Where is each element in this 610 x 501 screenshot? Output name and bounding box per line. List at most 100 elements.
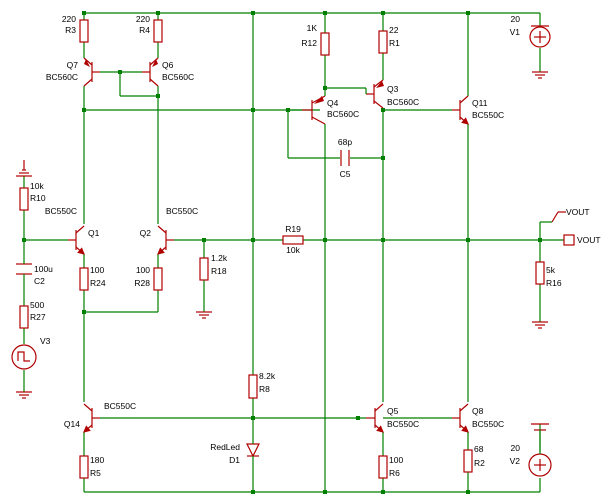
svg-text:100: 100: [90, 265, 104, 275]
svg-text:Q3: Q3: [387, 84, 399, 94]
resistor-r5[interactable]: 180 R5: [79, 455, 104, 479]
resistor-r12[interactable]: 1K R12: [301, 23, 330, 56]
transistor-q14[interactable]: Q14 BC550C: [64, 401, 136, 433]
wires: [23, 12, 564, 493]
svg-text:BC550C: BC550C: [45, 206, 77, 216]
svg-text:220: 220: [136, 14, 150, 24]
resistor-r19[interactable]: R19 10k: [282, 224, 304, 255]
led-d1[interactable]: RedLed D1: [210, 440, 260, 465]
svg-text:R27: R27: [30, 312, 46, 322]
svg-text:Q8: Q8: [472, 406, 484, 416]
source-v1[interactable]: 20 V1: [510, 14, 551, 48]
svg-text:BC560C: BC560C: [162, 72, 194, 82]
svg-text:R12: R12: [301, 38, 317, 48]
svg-text:BC550C: BC550C: [472, 419, 504, 429]
source-v3[interactable]: V3: [11, 336, 51, 370]
svg-text:Q5: Q5: [387, 406, 399, 416]
svg-text:68p: 68p: [338, 137, 352, 147]
svg-text:R3: R3: [65, 25, 76, 35]
svg-text:Q1: Q1: [88, 228, 100, 238]
svg-text:Q11: Q11: [472, 98, 488, 108]
svg-text:R5: R5: [90, 468, 101, 478]
svg-text:Q14: Q14: [64, 419, 80, 429]
source-v2[interactable]: 20 V2: [510, 423, 552, 477]
svg-text:BC550C: BC550C: [166, 206, 198, 216]
svg-text:5k: 5k: [546, 265, 556, 275]
svg-text:180: 180: [90, 455, 104, 465]
vout-port[interactable]: VOUT: [563, 234, 601, 246]
transistor-q8[interactable]: Q8 BC550C: [452, 403, 504, 433]
svg-text:V1: V1: [510, 27, 521, 37]
svg-text:BC560C: BC560C: [327, 109, 359, 119]
svg-text:1K: 1K: [307, 23, 318, 33]
capacitor-c5[interactable]: 68p C5: [338, 137, 352, 179]
svg-text:BC550C: BC550C: [104, 401, 136, 411]
resistor-r16[interactable]: 5k R16: [535, 261, 562, 288]
svg-text:Q7: Q7: [67, 60, 79, 70]
svg-text:100: 100: [389, 455, 403, 465]
svg-text:R4: R4: [139, 25, 150, 35]
svg-text:R18: R18: [211, 266, 227, 276]
resistor-r10[interactable]: 10k R10: [19, 181, 46, 211]
ground-symbols: [16, 71, 548, 399]
transistor-q11[interactable]: Q11 BC550C: [452, 95, 504, 125]
svg-text:68: 68: [474, 444, 484, 454]
svg-text:BC560C: BC560C: [46, 72, 78, 82]
transistor-q6[interactable]: Q6 BC560C: [142, 57, 194, 87]
resistor-r3[interactable]: 220 R3: [62, 14, 89, 43]
transistor-q2[interactable]: Q2 BC550C: [140, 206, 198, 255]
svg-text:R8: R8: [259, 384, 270, 394]
resistor-r6[interactable]: 100 R6: [378, 455, 403, 479]
svg-text:100: 100: [136, 265, 150, 275]
svg-text:V3: V3: [40, 336, 51, 346]
svg-text:20: 20: [511, 14, 521, 24]
svg-text:D1: D1: [229, 455, 240, 465]
svg-text:RedLed: RedLed: [210, 442, 240, 452]
svg-text:1.2k: 1.2k: [211, 253, 228, 263]
resistor-r28[interactable]: 100 R28: [134, 265, 163, 291]
svg-text:C5: C5: [340, 169, 351, 179]
svg-text:R1: R1: [389, 38, 400, 48]
resistor-r18[interactable]: 1.2k R18: [199, 253, 228, 281]
svg-text:C2: C2: [34, 276, 45, 286]
svg-text:220: 220: [62, 14, 76, 24]
transistor-q4[interactable]: Q4 BC560C: [288, 88, 359, 125]
svg-text:V2: V2: [510, 456, 521, 466]
resistor-r27[interactable]: 500 R27: [19, 300, 46, 329]
resistor-r24[interactable]: 100 R24: [79, 265, 106, 291]
resistor-r4[interactable]: 220 R4: [136, 14, 163, 43]
svg-text:100u: 100u: [34, 264, 53, 274]
resistor-r2[interactable]: 68 R2: [463, 444, 485, 473]
svg-text:BC550C: BC550C: [387, 419, 419, 429]
resistor-r1[interactable]: 22 R1: [378, 25, 400, 54]
svg-text:R6: R6: [389, 468, 400, 478]
svg-text:Q2: Q2: [140, 228, 152, 238]
capacitor-c2[interactable]: 100u C2: [16, 262, 53, 286]
svg-text:Q6: Q6: [162, 60, 174, 70]
svg-text:R10: R10: [30, 193, 46, 203]
transistor-q3[interactable]: Q3 BC560C: [365, 79, 419, 109]
svg-text:Q4: Q4: [327, 98, 339, 108]
svg-text:R28: R28: [134, 278, 150, 288]
transistor-q7[interactable]: Q7 BC560C: [46, 57, 100, 87]
svg-text:20: 20: [511, 443, 521, 453]
svg-text:500: 500: [30, 300, 44, 310]
svg-text:BC550C: BC550C: [472, 110, 504, 120]
svg-text:R19: R19: [285, 224, 301, 234]
svg-text:8.2k: 8.2k: [259, 371, 276, 381]
resistor-r8[interactable]: 8.2k R8: [248, 371, 276, 399]
svg-text:BC560C: BC560C: [387, 97, 419, 107]
svg-text:22: 22: [389, 25, 399, 35]
junctions: [22, 11, 542, 494]
svg-text:VOUT: VOUT: [577, 235, 601, 245]
svg-text:R2: R2: [474, 458, 485, 468]
vout-probe[interactable]: VOUT: [551, 207, 590, 223]
svg-text:VOUT: VOUT: [566, 207, 590, 217]
transistor-q1[interactable]: Q1 BC550C: [45, 206, 100, 255]
svg-text:R16: R16: [546, 278, 562, 288]
svg-text:10k: 10k: [30, 181, 44, 191]
transistor-q5[interactable]: Q5 BC550C: [366, 403, 419, 433]
svg-text:R24: R24: [90, 278, 106, 288]
svg-text:10k: 10k: [286, 245, 300, 255]
